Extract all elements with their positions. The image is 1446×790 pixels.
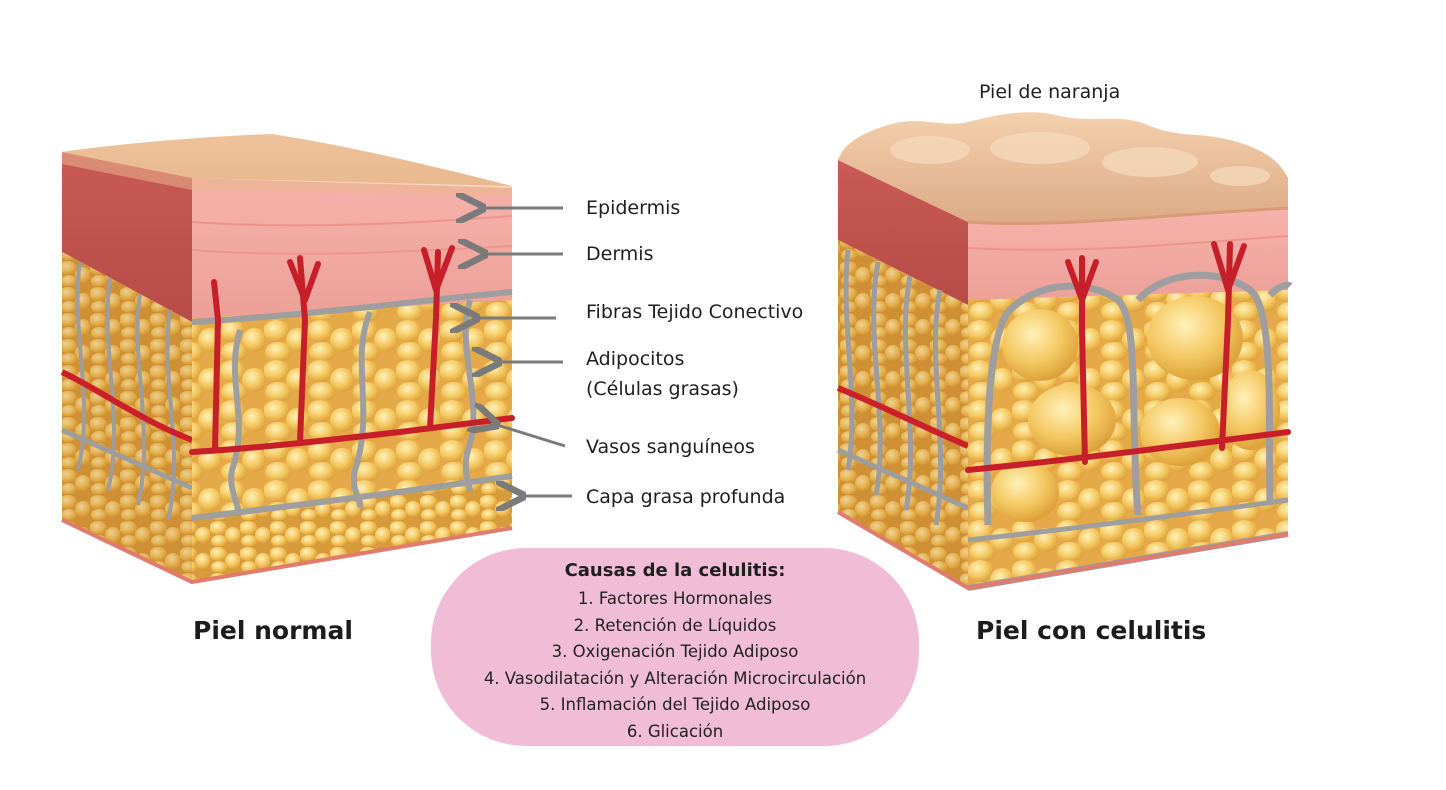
cause-item: 4. Vasodilatación y Alteración Microcirc… — [483, 668, 867, 688]
epidermis-label: Epidermis — [586, 197, 681, 219]
normal-deep-fat-band — [192, 478, 512, 582]
cellulite-skin-title: Piel con celulitis — [976, 616, 1207, 645]
dermis-label: Dermis — [586, 243, 654, 265]
cause-item: 2. Retención de Líquidos — [573, 615, 777, 635]
cellulite-enlarged-adipocytes — [991, 296, 1280, 522]
causes-heading: Causas de la celulitis: — [564, 560, 786, 581]
cellulite-side-dermis — [838, 160, 968, 305]
cause-item: 5. Inflamación del Tejido Adiposo — [539, 695, 811, 714]
normal-front-dermis — [192, 178, 512, 322]
normal-side-dermis — [62, 152, 192, 322]
causes-list: 1. Factores Hormonales 2. Retención de L… — [431, 586, 919, 745]
blood-vessels-label: Vasos sanguíneos — [586, 436, 755, 458]
orange-peel-label: Piel de naranja — [979, 81, 1121, 103]
fat-cells-label: (Células grasas) — [586, 378, 739, 400]
adipocytes-label: Adipocitos — [586, 348, 685, 370]
cellulite-front-dermis — [968, 208, 1288, 306]
cause-item: 3. Oxigenación Tejido Adiposo — [551, 642, 799, 661]
normal-side-fat — [62, 252, 192, 582]
cellulite-skin-block — [836, 112, 1293, 591]
normal-skin-title: Piel normal — [193, 616, 353, 645]
label-arrows — [474, 208, 572, 496]
connective-fibers-label: Fibras Tejido Conectivo — [586, 301, 804, 323]
cellulite-causes-box: Causas de la celulitis: 1. Factores Horm… — [431, 548, 919, 746]
cellulite-blood-vessels — [965, 241, 1291, 473]
cause-item: 6. Glicación — [626, 721, 724, 741]
normal-skin-block — [60, 134, 515, 585]
cause-item: 1. Factores Hormonales — [577, 589, 773, 608]
arrow-vessels — [494, 424, 566, 448]
deep-fat-layer-label: Capa grasa profunda — [586, 486, 786, 508]
